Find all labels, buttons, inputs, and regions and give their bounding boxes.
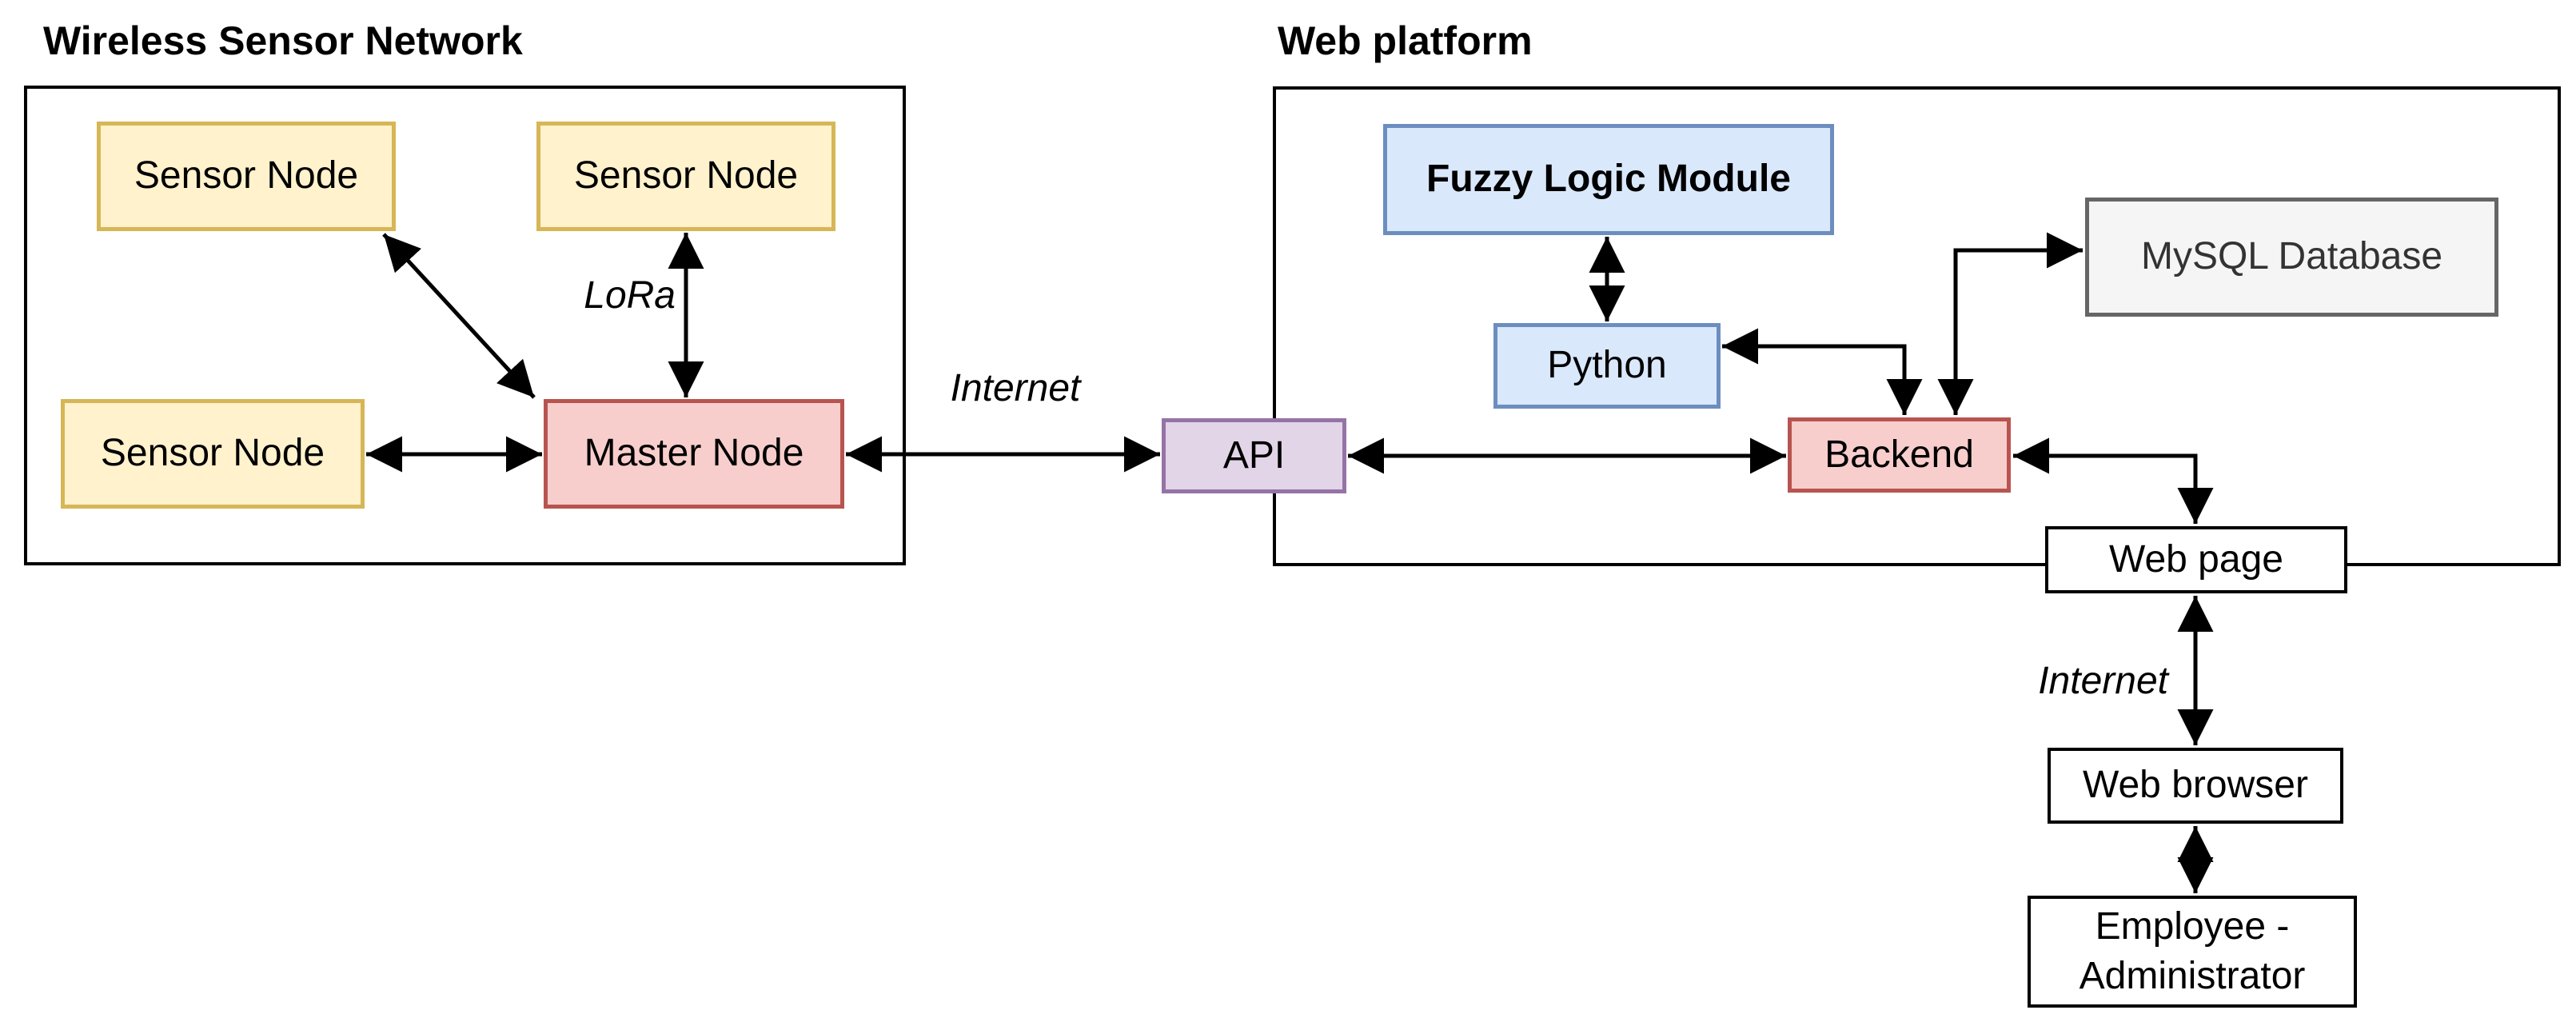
fuzzy-logic-module-node: Fuzzy Logic Module [1383,124,1834,235]
lora-edge-label: LoRa [584,274,676,317]
web-platform-title: Web platform [1278,18,1533,63]
master-node: Master Node [544,399,844,509]
arrow-python-backend [1722,328,1923,415]
arrow-backend-mysql [1937,232,2083,415]
web-browser-node: Web browser [2048,748,2343,824]
wireless-sensor-network-title: Wireless Sensor Network [43,18,523,63]
mysql-database-node: MySQL Database [2085,198,2498,317]
backend-node: Backend [1788,417,2011,493]
employee-line2: Administrator [2079,955,2306,997]
sensor-node-top-right: Sensor Node [536,122,835,231]
wireless-sensor-network-frame [24,86,906,565]
api-node: API [1162,418,1346,493]
employee-line1: Employee - [2095,904,2290,948]
employee-administrator-node: Employee - Administrator [2028,896,2357,1008]
internet-web-edge-label: Internet [2038,660,2168,702]
sensor-node-bottom-left: Sensor Node [61,399,365,509]
web-platform-frame [1273,86,2561,566]
python-node: Python [1493,323,1721,409]
sensor-node-top-left: Sensor Node [97,122,396,231]
arrow-backend-webpage [2013,437,2214,524]
internet-wan-edge-label: Internet [950,367,1081,409]
employee-administrator-label: Employee - Administrator [2080,902,2306,1002]
web-page-node: Web page [2045,526,2347,593]
arrow-sensor1-master [382,233,536,399]
